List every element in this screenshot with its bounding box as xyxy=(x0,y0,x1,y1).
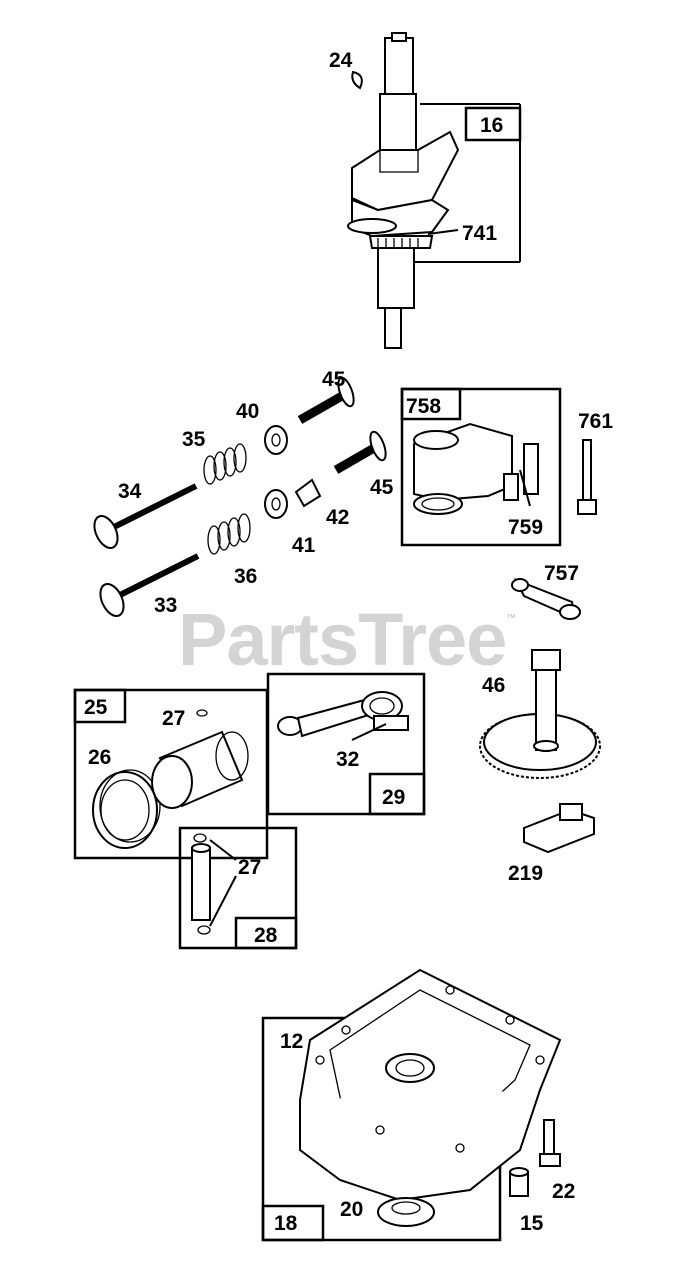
label-16: 16 xyxy=(480,114,503,137)
circlip-27-top[interactable] xyxy=(193,833,207,843)
label-33: 33 xyxy=(154,594,177,617)
label-34: 34 xyxy=(118,480,142,503)
label-24: 24 xyxy=(329,49,353,72)
crankcase[interactable] xyxy=(298,968,562,1202)
circlip-27-bottom[interactable] xyxy=(197,925,211,935)
label-12: 12 xyxy=(280,1030,303,1053)
callout-frame-29 xyxy=(266,672,426,816)
label-761: 761 xyxy=(578,410,613,433)
label-15: 15 xyxy=(520,1212,544,1235)
label-758: 758 xyxy=(406,395,441,418)
camshaft-gear[interactable] xyxy=(479,649,601,779)
label-45-upper: 45 xyxy=(322,368,346,391)
label-27-lower: 27 xyxy=(238,856,261,879)
label-759: 759 xyxy=(508,516,543,539)
watermark: PartsTree xyxy=(178,598,506,681)
governor-219[interactable] xyxy=(523,803,595,854)
connecting-rod[interactable] xyxy=(277,691,409,738)
label-20: 20 xyxy=(340,1198,363,1221)
label-18: 18 xyxy=(274,1212,298,1235)
callout-box-25 xyxy=(73,688,127,724)
label-27-upper: 27 xyxy=(162,707,185,730)
label-22: 22 xyxy=(552,1180,575,1203)
label-32: 32 xyxy=(336,748,359,771)
bolt-761[interactable] xyxy=(577,439,597,515)
balancer-assembly[interactable] xyxy=(413,422,539,515)
label-219: 219 xyxy=(508,862,543,885)
label-42: 42 xyxy=(326,506,349,529)
label-29: 29 xyxy=(382,786,405,809)
label-25: 25 xyxy=(84,696,108,719)
spring-36[interactable] xyxy=(207,513,251,555)
valve-34[interactable] xyxy=(90,483,198,552)
drain-plug-15[interactable] xyxy=(509,1167,529,1197)
label-28: 28 xyxy=(254,924,278,947)
wrist-pin[interactable] xyxy=(191,843,211,921)
callout-box-758 xyxy=(400,387,462,421)
callout-box-18 xyxy=(261,1204,325,1242)
label-36: 36 xyxy=(234,565,257,588)
bolt-22[interactable] xyxy=(539,1119,561,1167)
retainer-41[interactable] xyxy=(264,489,288,519)
spring-35[interactable] xyxy=(203,443,247,485)
label-41: 41 xyxy=(292,534,316,557)
link-757[interactable] xyxy=(511,578,581,620)
label-757: 757 xyxy=(544,562,579,585)
label-35: 35 xyxy=(182,428,206,451)
label-26: 26 xyxy=(88,746,111,769)
crankshaft-assembly[interactable] xyxy=(347,32,460,349)
circlip-27-upper[interactable] xyxy=(196,709,208,717)
watermark-trademark: ™ xyxy=(506,613,516,624)
collet-42[interactable] xyxy=(294,478,322,508)
callout-box-28 xyxy=(234,916,298,950)
label-741: 741 xyxy=(462,222,497,245)
label-45-lower: 45 xyxy=(370,476,394,499)
piston-rings-26[interactable] xyxy=(92,769,161,849)
key-part[interactable] xyxy=(351,70,363,90)
valve-45-upper[interactable] xyxy=(297,376,357,424)
callout-box-29 xyxy=(368,772,426,816)
retainer-40[interactable] xyxy=(264,425,288,455)
callout-frame-758 xyxy=(400,387,562,547)
label-40: 40 xyxy=(236,400,259,423)
label-46: 46 xyxy=(482,674,505,697)
valve-45-lower[interactable] xyxy=(333,430,389,474)
callout-box-16 xyxy=(464,106,522,142)
valve-33[interactable] xyxy=(96,553,200,620)
piston[interactable] xyxy=(151,730,249,809)
oil-seal-20[interactable] xyxy=(377,1197,435,1227)
